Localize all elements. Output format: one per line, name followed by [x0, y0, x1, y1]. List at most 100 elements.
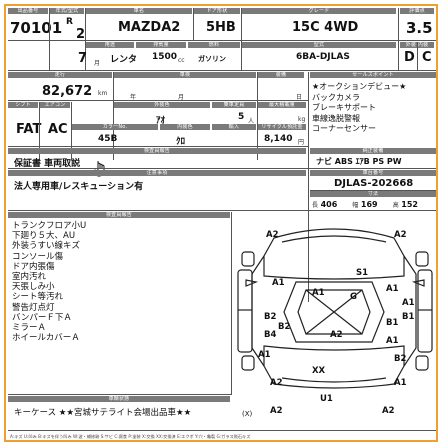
dims-label: 寸法	[310, 191, 436, 197]
mileage: 82,672	[42, 84, 93, 99]
month: 7	[78, 51, 88, 66]
diagram-tag: (X)	[242, 410, 253, 418]
ext-color: ｱｵ	[156, 116, 166, 126]
damage-code: A1	[312, 288, 325, 298]
width-label: 幅	[352, 202, 359, 209]
ext-color-label: 外装色	[114, 102, 210, 108]
report-item: 下廻り５大、AU	[12, 231, 76, 242]
car-name-label: 車名	[86, 8, 192, 14]
car-name: MAZDA2	[118, 20, 181, 35]
damage-code: XX	[312, 366, 326, 376]
damage-code: B1	[386, 318, 399, 328]
damage-code: A2	[270, 378, 283, 388]
length-label: 長	[312, 202, 319, 209]
grade-label: グレード	[242, 8, 396, 14]
damage-code: A1	[386, 336, 399, 346]
selling-point: 車線逸脱警報	[312, 113, 360, 123]
chassis-number: DJLAS-202668	[334, 178, 414, 189]
selling-point: ★オークションデビュー★	[312, 82, 407, 91]
damage-code: A1	[258, 350, 271, 360]
damage-code: B2	[394, 354, 407, 364]
aircon-label: エアコン	[40, 102, 70, 108]
shift: FAT	[16, 122, 42, 137]
report-item: シート等汚れ	[12, 292, 64, 303]
report-item: ドア内張傷	[12, 261, 55, 272]
mileage-unit: km	[98, 90, 108, 97]
int-color: ｸﾛ	[176, 137, 186, 147]
damage-code: B4	[264, 330, 277, 340]
model-code: 6BA-DJLAS	[296, 52, 350, 62]
damage-code: A2	[382, 406, 395, 416]
report-item: 天張しみ小	[12, 282, 55, 293]
shift-label: シフト	[8, 102, 38, 108]
equipment-label: 純正装備	[310, 148, 436, 154]
notes: 法人専用車/レスキューション有	[14, 182, 144, 192]
length: 406	[320, 200, 338, 209]
selling-points-list: ★オークションデビュー★ バックカメラ ブレーキサポート 車線逸脱警報 コーナー…	[312, 82, 436, 135]
auction-sheet: 出品番号 年式/型式 車名 ドア形状 グレード 評価点 70101 R 2 MA…	[4, 4, 438, 442]
year-type-label: 年式/型式	[50, 8, 84, 14]
damage-code: A1	[402, 298, 415, 308]
selling-points-label: セールスポイント	[310, 72, 436, 78]
capacity-unit: kg	[298, 116, 306, 123]
interior-grade: C	[422, 50, 432, 65]
report-item: トランクフロア小U	[12, 221, 87, 231]
displacement-label: 排気量	[136, 42, 186, 48]
mileage-label: 走行	[8, 72, 112, 78]
score-label: 評価点	[400, 8, 434, 14]
width: 169	[360, 200, 378, 209]
grade: 15C 4WD	[292, 20, 359, 35]
fuel-label: 燃料	[188, 42, 240, 48]
damage-code: A1	[394, 378, 407, 388]
doors-label: ドア形状	[194, 8, 240, 14]
report-label: 検査員報告	[8, 212, 230, 218]
selling-point: バックカメラ	[312, 92, 360, 102]
recycle-amount: 8,140	[264, 134, 293, 144]
body-type: 5HB	[206, 20, 236, 35]
car-damage-diagram	[237, 228, 433, 389]
inspection-label: 車検	[114, 72, 256, 78]
aircon: AC	[48, 122, 68, 137]
damage-code: A1	[386, 284, 399, 294]
damage-code: S1	[356, 268, 369, 278]
damage-code: B2	[264, 312, 277, 322]
capacity-label: 最大積載量	[258, 102, 306, 108]
report-list: トランクフロア小U 下廻り５大、AU 外装うすい線キズ コンソール傷 ドア内張傷…	[12, 221, 230, 343]
damage-code: A2	[394, 230, 407, 240]
displacement: 1500	[152, 52, 178, 62]
color-no: 45B	[98, 134, 118, 144]
model-label: 型式	[242, 42, 396, 48]
selling-point: コーナーセンサー	[312, 124, 376, 133]
recycle-unit: 円	[298, 139, 305, 146]
year-unit: 年	[130, 94, 137, 101]
height-label: 高	[392, 202, 399, 209]
damage-legend: A:キズ U:凹み B:キズを伴う凹み W:波・補修跡 S:サビ C:腐食 P:…	[10, 434, 251, 439]
seller-notes: キーケース ★★宮城サテライト会場出品車★★	[14, 408, 192, 418]
score: 3.5	[406, 19, 433, 37]
chassis-label: 車台番号	[310, 170, 436, 176]
usage-label: 用途	[86, 42, 134, 48]
dimensions: 長 406 幅 169 高 152	[312, 200, 418, 209]
recycle-label: リサイクル預託金	[258, 124, 306, 130]
report-item: 室内汚れ	[12, 272, 47, 283]
equipment: ナビ ABS ｴｱB PS PW	[316, 157, 402, 166]
int-color-label: 内装色	[160, 124, 210, 130]
displacement-unit: cc	[178, 57, 185, 64]
seats-label: 乗車定員	[212, 102, 256, 108]
year: 2	[76, 27, 86, 42]
damage-code: A2	[330, 330, 343, 340]
damage-code: G	[350, 292, 357, 302]
lot-number: 70101	[10, 19, 63, 37]
report-item: 警告灯点灯	[12, 302, 55, 313]
imported-label: 輸入	[212, 124, 256, 130]
damage-code: A2	[266, 230, 279, 240]
day-unit: 日	[296, 94, 303, 101]
seats: 5	[238, 112, 245, 122]
report-item: ミラーＡ	[12, 323, 47, 334]
damage-code: B1	[402, 312, 415, 322]
height: 152	[401, 200, 418, 209]
fuel: ガソリン	[198, 55, 226, 63]
report-item: ホイールカバーＡ	[12, 333, 80, 344]
damage-code: B2	[278, 322, 291, 332]
month-unit-2: 月	[178, 94, 185, 101]
